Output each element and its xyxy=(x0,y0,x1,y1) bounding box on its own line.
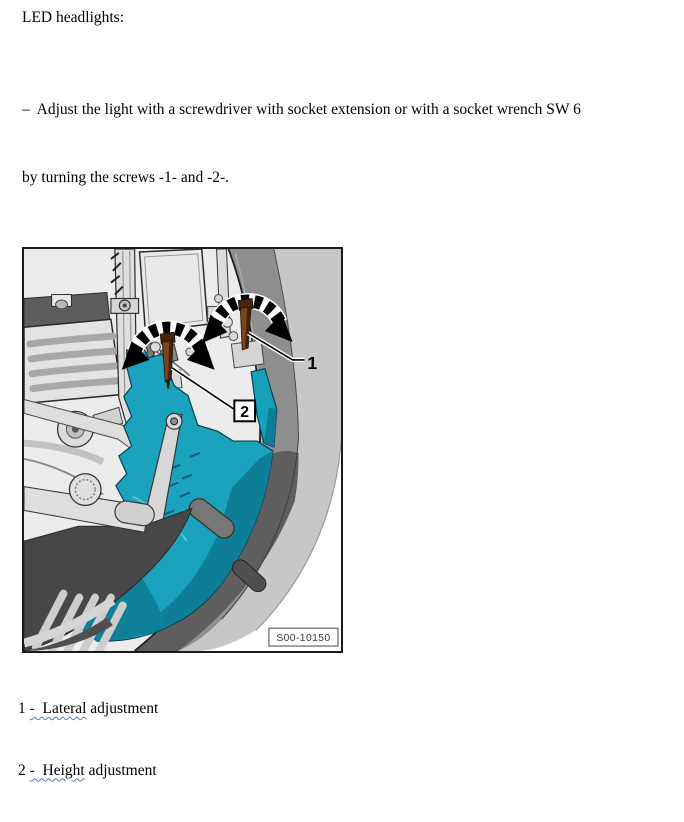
rotation-arrow-icon-2 xyxy=(121,320,215,370)
legend-item-1: 1 - Lateral adjustment xyxy=(18,699,684,720)
callout-1-number: 1 xyxy=(307,353,317,373)
instruction-paragraph: – Adjust the light with a screwdriver wi… xyxy=(22,54,684,234)
legend-1-number: 1 xyxy=(18,700,30,717)
headlight-adjustment-figure: 1 2 S00-10150 xyxy=(22,247,343,653)
figure-legend: 1 - Lateral adjustment 2 - Height adjust… xyxy=(18,658,684,822)
callout-1: 1 xyxy=(247,331,317,373)
figure-code-label: S00-10150 xyxy=(276,633,330,644)
legend-item-2: 2 - Height adjustment xyxy=(18,761,684,782)
legend-2-number: 2 xyxy=(18,761,30,779)
instruction-line-1: – Adjust the light with a screwdriver wi… xyxy=(22,101,581,118)
figure-illustration: 1 2 S00-10150 xyxy=(24,249,341,651)
legend-1-rest: adjustment xyxy=(86,700,159,717)
legend-2-marked-text: - Height xyxy=(29,761,85,779)
stay-bar xyxy=(139,412,183,537)
figure-code-box: S00-10150 xyxy=(268,627,339,647)
page-title: LED headlights: xyxy=(22,9,125,26)
legend-1-marked-text: - Lateral xyxy=(29,700,87,717)
adjustment-screw-2 xyxy=(159,331,176,389)
adjustment-screw-1 xyxy=(237,298,254,351)
legend-2-rest: adjustment xyxy=(84,761,157,779)
air-filter-box xyxy=(24,318,123,405)
callout-2: 2 xyxy=(170,365,257,423)
callout-2-number: 2 xyxy=(240,404,249,421)
instruction-line-2: by turning the screws -1- and -2-. xyxy=(22,168,230,186)
